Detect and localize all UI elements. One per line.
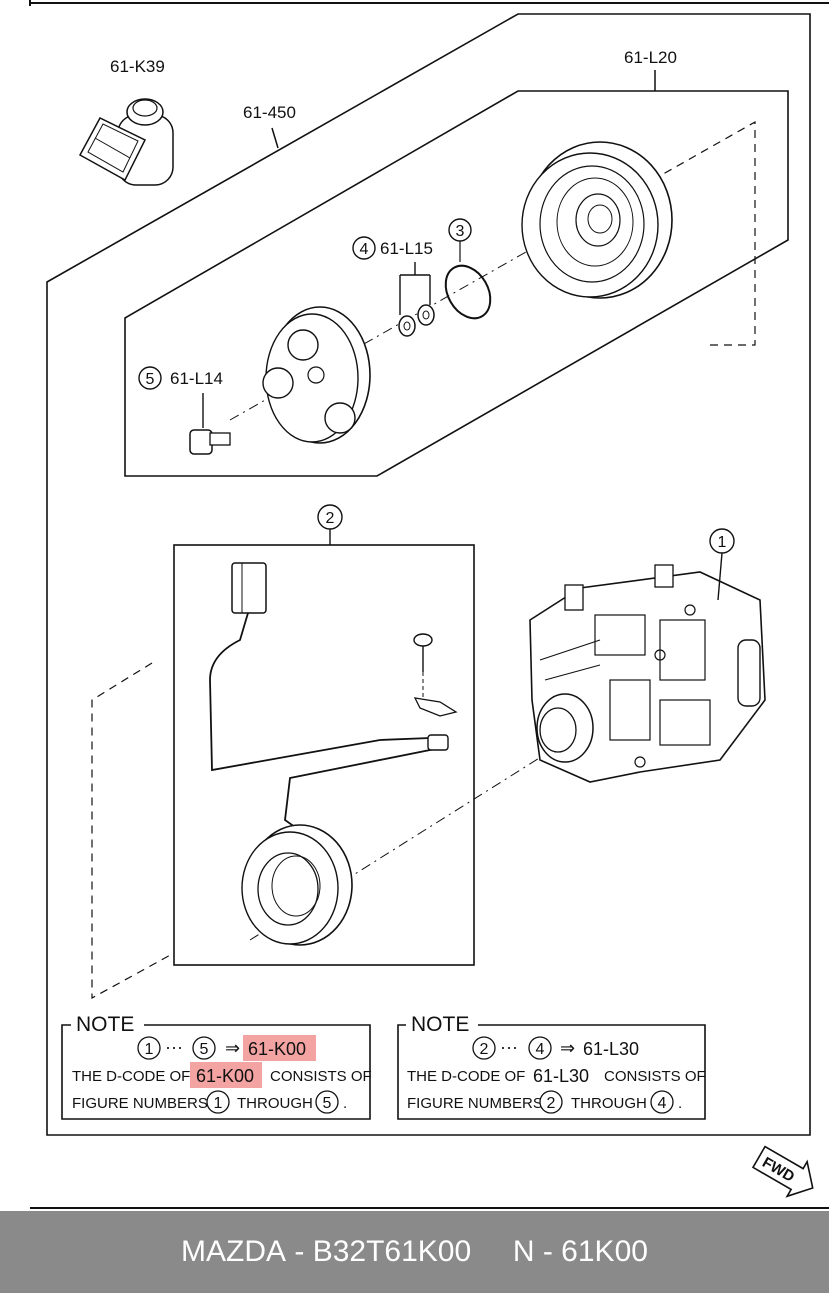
- note-left-line2-suffix: CONSISTS OF: [270, 1068, 372, 1085]
- note-left-title: NOTE: [76, 1013, 134, 1036]
- note-left-line2-prefix: THE D-CODE OF: [72, 1068, 190, 1085]
- field-coil-ring: [241, 824, 353, 946]
- footer-sep: -: [286, 1235, 313, 1268]
- note-right-line3-from: 2: [547, 1095, 556, 1112]
- note-box-right: NOTE 2 ··· 4 ⇒ 61-L30 THE D-CODE OF 61-L…: [397, 1013, 706, 1120]
- shims-4: [398, 262, 435, 337]
- callout-5-num: 5: [146, 371, 155, 388]
- compressor-body: [529, 564, 766, 783]
- callout-4-num: 4: [360, 241, 369, 258]
- note-left-line3-to: 5: [323, 1095, 332, 1112]
- note-right-line3-mid: THROUGH: [571, 1095, 647, 1112]
- clutch-kit-outline-61-L20: [124, 90, 789, 477]
- dashed-guide-lower: [91, 662, 175, 1000]
- footer-part-number: B32T61K00: [312, 1235, 472, 1268]
- pressure-plate: [262, 306, 371, 444]
- field-coil-box: [173, 544, 475, 966]
- note-right-line3-to: 4: [658, 1095, 667, 1112]
- note-right-line2-prefix: THE D-CODE OF: [407, 1068, 525, 1085]
- bolt-61-L14: [189, 393, 231, 455]
- footer-gap: [471, 1235, 513, 1269]
- footer-bar: MAZDA - B32T61K00 N - 61K00: [0, 1211, 829, 1293]
- note-left-arrow: ⇒: [225, 1038, 240, 1058]
- note-right-range-from: 2: [480, 1041, 489, 1058]
- note-right-line3-end: .: [678, 1095, 682, 1112]
- note-right-code: 61-L30: [583, 1039, 639, 1059]
- fwd-arrow-icon: FWD: [751, 1145, 814, 1198]
- parts-diagram: 3 4 61-L15 5 61-L14 61-K39 61-450 61-L20…: [29, 0, 829, 1209]
- label-61-L20: 61-L20: [624, 48, 677, 67]
- note-right-title: NOTE: [411, 1013, 469, 1036]
- highlight-code-1: [243, 1035, 316, 1061]
- callout-3-num: 3: [456, 223, 465, 240]
- note-left-range-from: 1: [145, 1041, 154, 1058]
- note-right-arrow: ⇒: [560, 1038, 575, 1058]
- dashed-guide-top: [634, 120, 756, 346]
- note-right-range-to: 4: [536, 1041, 545, 1058]
- callout-3: 3: [448, 218, 472, 262]
- note-left-line3-from: 1: [214, 1095, 223, 1112]
- callout-2-num: 2: [326, 510, 335, 527]
- callout-2: 2: [317, 504, 343, 545]
- note-right-line2-suffix: CONSISTS OF: [604, 1068, 706, 1085]
- label-61-450: 61-450: [243, 103, 296, 122]
- callout-1: 1: [709, 528, 735, 601]
- label-61-L15: 61-L15: [380, 239, 433, 258]
- callout-4: 4: [352, 236, 376, 260]
- footer-n-label: N - 61K00: [512, 1235, 648, 1268]
- axis-line-coil: [249, 744, 561, 941]
- connector-cap-61-K39: [78, 98, 174, 186]
- note-right-line3-prefix: FIGURE NUMBERS: [407, 1095, 543, 1112]
- note-left-code: 61-K00: [248, 1039, 306, 1059]
- pulley-61-L20: [521, 141, 673, 299]
- footer-brand: MAZDA: [181, 1235, 287, 1268]
- note-left-line3-prefix: FIGURE NUMBERS: [72, 1095, 208, 1112]
- note-left-line2-code: 61-K00: [196, 1066, 254, 1086]
- snap-ring-3: [444, 264, 492, 320]
- note-left-line3-end: .: [343, 1095, 347, 1112]
- note-left-range-dots: ···: [165, 1037, 183, 1057]
- highlight-code-2: [190, 1062, 262, 1088]
- label-61-K39: 61-K39: [110, 57, 165, 76]
- screw-and-clip: [413, 633, 458, 717]
- note-right-line2-code: 61-L30: [533, 1066, 589, 1086]
- note-left-range-to: 5: [200, 1041, 209, 1058]
- note-right-range-dots: ···: [500, 1037, 518, 1057]
- callout-1-num: 1: [718, 534, 727, 551]
- note-box-left: NOTE 1 ··· 5 ⇒ 61-K00 THE D-CODE OF 61-K…: [61, 1013, 372, 1120]
- leader-61-450: [271, 127, 279, 149]
- label-61-L14: 61-L14: [170, 369, 223, 388]
- coil-wire-harness: [209, 562, 449, 846]
- note-left-line3-mid: THROUGH: [237, 1095, 313, 1112]
- assembly-outline-61-450: [46, 13, 811, 1136]
- callout-5: 5: [138, 366, 162, 390]
